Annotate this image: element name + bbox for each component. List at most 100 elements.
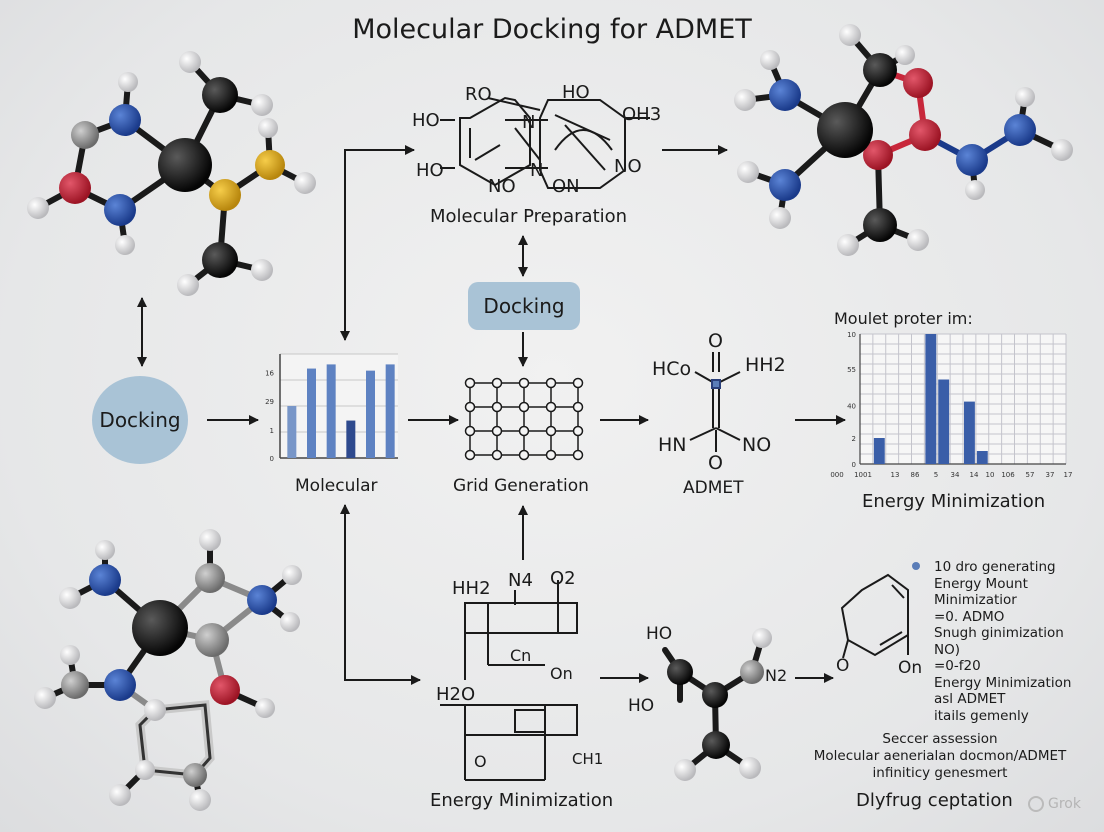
chart2-xtick: 17 [1064,471,1073,479]
energy-atom-cn: Cn [510,646,532,665]
grid-node [572,377,584,389]
chart1-bar [346,420,356,458]
grid-node [572,449,584,461]
admet-atom-o-bottom: O [708,452,723,474]
chart2-ytick: 0 [852,461,856,469]
chart1-bar [385,364,395,458]
note-line: 10 dro generating [934,559,1056,575]
chart2-xtick: 57 [1026,471,1035,479]
grid-node [518,401,530,413]
grid-node [545,401,557,413]
note-line: Energy Minimization [934,674,1072,691]
note-line: Energy Mount [934,575,1028,592]
docking-node-circle: Docking [92,376,188,464]
grid-node [491,425,503,437]
notes-bullet [912,562,920,570]
chart2-bar [925,334,937,464]
energy-atom-o: O [474,752,487,771]
chart1-ytick: 16 [265,370,274,378]
grid-generation-lattice [464,377,584,461]
prep-atom-no-right: NO [614,156,642,177]
atoms-top-left [27,51,316,296]
label-energy-minimization-chart: Energy Minimization [862,491,1046,512]
admet-atom-o-top: O [708,330,723,352]
assessment-line: Molecular aenerialan docmon/ADMET [813,748,1067,764]
chart2-ytick: 40 [847,403,856,411]
atoms-bottom-left [34,529,302,811]
note-line: itails gemenly [934,707,1029,724]
note-line: Minimizatior [934,592,1017,608]
note-line: =0-f20 [934,658,981,674]
grid-node [545,377,557,389]
prep-atom-on: ON [552,176,580,197]
chart2-ytick: 55 [847,366,856,374]
chart2-xtick: 14 [970,471,979,479]
prep-atom-n-bottom: N [530,160,544,181]
label-drug-acceptation: Dlyfrug ceptation [856,790,1013,811]
energy-atom-ch1: CH1 [572,750,604,768]
admet-atom-no: NO [742,434,772,456]
chart2-xtick: 000 [830,471,843,479]
chart2-ytick: 2 [852,435,856,443]
prep-atom-no-bottom: NO [488,176,516,197]
small-atom-ho-top: HO [646,624,673,644]
ring-atom-on: On [898,658,923,678]
label-molecular-preparation: Molecular Preparation [430,206,628,227]
atoms-small [667,628,772,781]
energy-atom-n4: N4 [508,570,533,591]
grid-node [572,401,584,413]
admet-atom-hco: HCo [652,358,692,380]
chart1-bar [366,370,375,458]
arrow-molecular-to-energy [344,505,421,685]
structure-admet [689,352,741,452]
grid-node [545,449,557,461]
atoms-top-right [734,24,1073,256]
chart1-bar [287,406,297,458]
prep-atom-ro: RO [465,84,492,105]
grid-node [464,377,476,389]
grid-node [491,377,503,389]
chart2-xtick: 10 [986,471,995,479]
grid-node [464,401,476,413]
grid-node [464,449,476,461]
label-admet: ADMET [683,478,744,498]
chart2-bar [938,379,950,464]
chart2-xtick: 86 [911,471,920,479]
chart1-ytick: 0 [270,455,274,463]
chart1-ytick: 1 [270,427,274,435]
watermark-text: Grok [1048,796,1081,812]
admet-atom-hh2: HH2 [745,354,786,376]
structure-prep [440,96,650,189]
chart2-bar [873,438,885,464]
chart2-xtick: 5 [934,471,938,479]
prep-atom-ho-bottom: HO [416,160,444,181]
arrow-chart-to-prep [344,145,415,340]
grid-node [491,401,503,413]
label-grid-generation: Grid Generation [453,476,589,496]
grid-node [518,425,530,437]
grid-node [464,425,476,437]
chart2-xtick: 37 [1046,471,1055,479]
assessment-line: infiniticy genesmert [872,765,1008,781]
admet-atom-hn: HN [658,434,687,456]
grok-icon [1028,796,1044,812]
chart2-xtick: 13 [891,471,900,479]
chart1-bar [326,364,336,458]
note-line: asl ADMET [934,691,1006,707]
energy-atom-hh2: HH2 [452,578,491,599]
chart2-xtick: 1001 [854,471,872,479]
chart1-bar [307,368,316,458]
chart2-bar [964,401,975,464]
grid-node [545,425,557,437]
label-energy-minimization-bottom: Energy Minimization [430,790,614,811]
prep-atom-oh3: OH3 [622,104,662,125]
grid-node [518,377,530,389]
chart2-xtick: 34 [951,471,960,479]
note-line: Snugh ginimization [934,625,1064,641]
note-line: =0. ADMO [934,608,1005,625]
